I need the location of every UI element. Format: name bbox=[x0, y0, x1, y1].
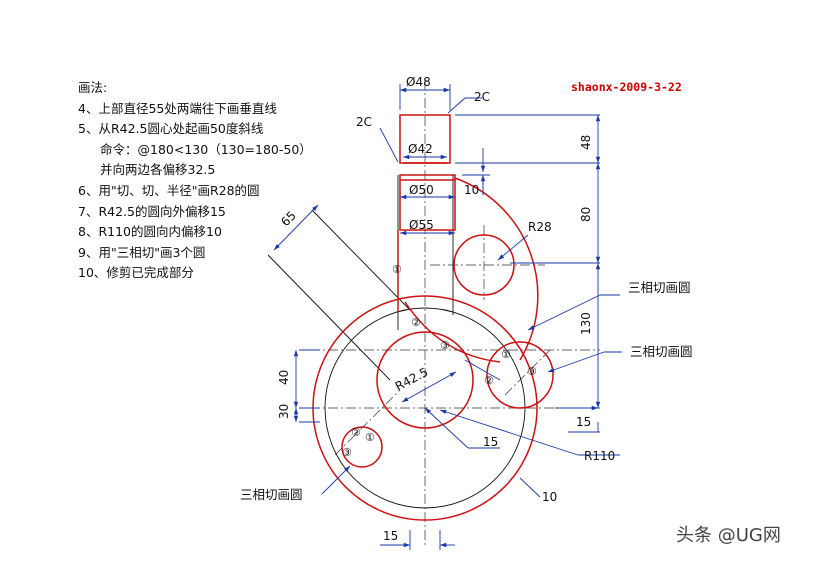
dim-d55: Ø55 bbox=[409, 218, 434, 232]
step-item: 10、修剪已完成部分 bbox=[78, 265, 194, 281]
dim-130: 130 bbox=[579, 312, 593, 335]
step-item: 7、R42.5的圆向外偏移15 bbox=[78, 203, 226, 219]
dim-d42: Ø42 bbox=[408, 142, 433, 156]
step-item: 6、用"切、切、半径"画R28的圆 bbox=[78, 182, 260, 198]
step-item: 5、从R42.5圆心处起画50度斜线 bbox=[78, 121, 264, 137]
callout-tangent-circle-1: 三相切画圆 bbox=[628, 280, 691, 295]
marker-2-shaft: ② bbox=[411, 316, 421, 329]
method-heading: 画法: bbox=[78, 80, 108, 95]
marker-3-center: ③ bbox=[440, 339, 450, 352]
dim-15-center: 15 bbox=[483, 435, 498, 449]
dimension-labels: Ø48 2C 2C Ø42 Ø50 Ø55 48 10 80 R28 130 6… bbox=[277, 75, 615, 543]
marker-1-left: ① bbox=[365, 431, 375, 444]
marker-1-right: ① bbox=[501, 348, 511, 361]
dim-d48: Ø48 bbox=[406, 75, 431, 89]
marker-1-shaft: ① bbox=[392, 263, 402, 276]
dim-r110: R110 bbox=[584, 449, 615, 463]
dim-10-bottom: 10 bbox=[542, 490, 557, 504]
step-item: 4、上部直径55处两端往下画垂直线 bbox=[78, 100, 277, 116]
dim-r28: R28 bbox=[528, 220, 552, 234]
step-item: 8、R110的圆向内偏移10 bbox=[78, 224, 222, 240]
marker-3-left: ③ bbox=[342, 446, 352, 459]
step-item: 并向两边各偏移32.5 bbox=[100, 162, 216, 178]
author-stamp: shaonx-2009-3-22 bbox=[571, 80, 682, 94]
method-steps: 画法: 4、上部直径55处两端往下画垂直线 5、从R42.5圆心处起画50度斜线… bbox=[78, 78, 312, 284]
callout-tangent-circle-3: 三相切画圆 bbox=[240, 487, 303, 502]
dim-15-right: 15 bbox=[576, 415, 591, 429]
part-outline bbox=[312, 114, 554, 521]
marker-2-left: ② bbox=[351, 426, 361, 439]
dim-30: 30 bbox=[277, 404, 291, 419]
dim-chamfer-top: 2C bbox=[474, 90, 490, 104]
watermark: 头条 @UG网 bbox=[676, 525, 781, 546]
callout-labels: 三相切画圆 三相切画圆 三相切画圆 bbox=[240, 280, 693, 502]
dimension-lines bbox=[273, 84, 622, 550]
dim-chamfer-left: 2C bbox=[356, 115, 372, 129]
step-item: 9、用"三相切"画3个圆 bbox=[78, 244, 206, 260]
step-item: 命令：@180<130（130=180-50） bbox=[100, 141, 312, 157]
dim-10-top: 10 bbox=[464, 183, 479, 197]
dim-15-bottom: 15 bbox=[383, 529, 398, 543]
dim-80: 80 bbox=[579, 207, 593, 222]
marker-2-right: ② bbox=[484, 374, 494, 387]
dim-40: 40 bbox=[277, 370, 291, 385]
tangent-markers: ① ② ③ ① ② ③ ② ① ③ bbox=[342, 263, 537, 459]
dim-d50: Ø50 bbox=[409, 183, 434, 197]
dim-48: 48 bbox=[579, 135, 593, 150]
marker-3-right: ③ bbox=[527, 365, 537, 378]
callout-tangent-circle-2: 三相切画圆 bbox=[630, 344, 693, 359]
